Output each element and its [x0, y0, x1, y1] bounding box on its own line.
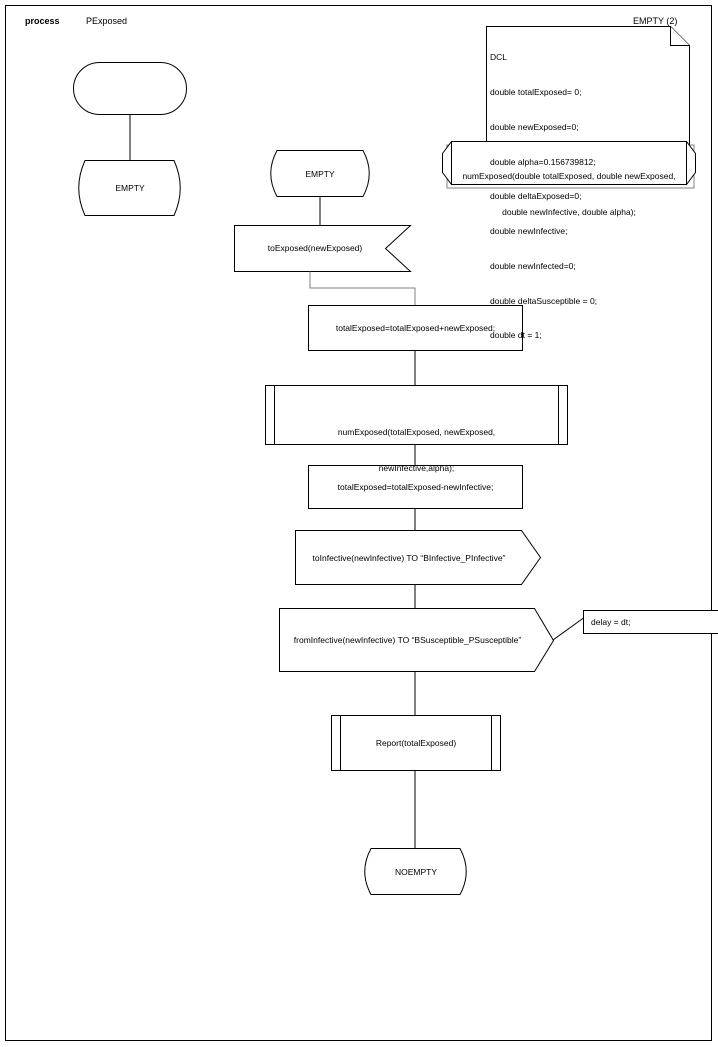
- state-empty-main-label: EMPTY: [305, 169, 335, 179]
- input-toexposed-label: toExposed(newExposed): [267, 243, 363, 253]
- dcl-line-7: double deltaSusceptible = 0;: [490, 295, 598, 306]
- dcl-line-6: double newInfected=0;: [490, 260, 576, 271]
- delay-comment-box: [583, 610, 718, 634]
- task-add-box: [308, 305, 523, 351]
- call-numexposed-line2: newInfective,alpha);: [378, 463, 455, 473]
- page-label: EMPTY (2): [633, 16, 678, 26]
- procedure-decl-line1: numExposed(double totalExposed, double n…: [462, 171, 676, 181]
- dcl-line-2: double newExposed=0;: [490, 121, 579, 132]
- input-symbol: [234, 225, 412, 272]
- state-noempty-symbol: [364, 848, 467, 895]
- header-keyword: process: [25, 16, 60, 26]
- dcl-line-4: double deltaExposed=0;: [490, 191, 582, 202]
- dcl-note: [486, 26, 690, 151]
- procedure-decl-inner: [451, 141, 687, 185]
- task-sub-label: totalExposed=totalExposed-newInfective;: [337, 482, 494, 492]
- connector-output2-to-comment: [552, 617, 584, 641]
- dcl-line-8: double dt = 1;: [490, 330, 542, 341]
- output-toinfective-symbol: [295, 530, 542, 585]
- state-empty-left: [78, 160, 181, 216]
- dcl-line-3: double alpha=0.156739812;: [490, 156, 596, 167]
- output-frominfective-symbol: [279, 608, 555, 672]
- call-report-box: [331, 715, 501, 771]
- dcl-line-1: double totalExposed= 0;: [490, 86, 582, 97]
- task-sub-box: [308, 465, 523, 509]
- procedure-decl-line2: double newInfective, double alpha);: [502, 207, 636, 217]
- state-empty-main: [270, 150, 370, 197]
- call-numexposed-box: [265, 385, 568, 445]
- dcl-note-fold: [670, 26, 690, 46]
- state-empty-left-label: EMPTY: [115, 183, 145, 193]
- dcl-note-text: DCL double totalExposed= 0; double newEx…: [490, 29, 686, 365]
- call-numexposed-label: numExposed(totalExposed, newExposed, new…: [276, 402, 557, 498]
- connector-input-to-task: [309, 271, 416, 306]
- call-report-label: Report(totalExposed): [375, 738, 457, 748]
- task-add-label: totalExposed=totalExposed+newExposed;: [335, 323, 496, 333]
- header-process-name: PExposed: [86, 16, 128, 26]
- state-noempty-label: NOEMPTY: [394, 867, 438, 877]
- dcl-line-0: DCL: [490, 52, 508, 63]
- page-frame: [5, 5, 712, 1041]
- dcl-line-5: double newInfective;: [490, 226, 568, 237]
- delay-comment-label: delay = dt;: [591, 617, 631, 627]
- output-frominfective-label: fromInfective(newInfective) TO “BSuscept…: [293, 635, 522, 645]
- output-toinfective-label: toInfective(newInfective) TO “BInfective…: [312, 553, 506, 563]
- procedure-decl-text: numExposed(double totalExposed, double n…: [442, 146, 696, 242]
- start-symbol: [73, 62, 187, 115]
- call-numexposed-line1: numExposed(totalExposed, newExposed,: [337, 427, 496, 437]
